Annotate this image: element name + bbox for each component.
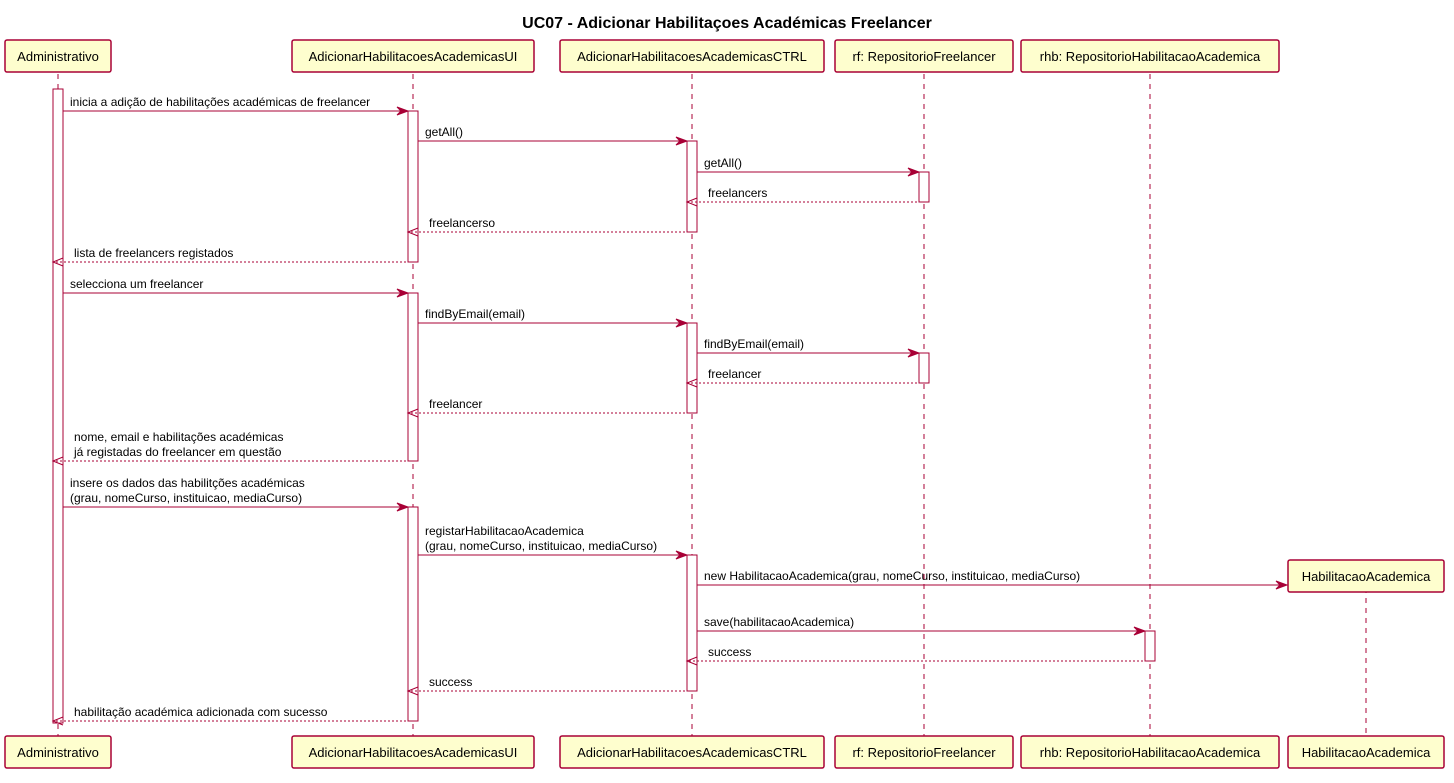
activation-bar-ctrl: [686, 140, 698, 233]
message-label: já registadas do freelancer em questão: [73, 445, 282, 459]
participant-rhb-bottom: rhb: RepositorioHabilitacaoAcademica: [1020, 735, 1280, 769]
message-label: nome, email e habilitações académicas: [74, 430, 283, 444]
message-label: success: [708, 645, 751, 659]
message-label: findByEmail(email): [425, 307, 525, 321]
participant-label: rf: RepositorioFreelancer: [852, 49, 996, 64]
message-5: freelancerso: [406, 216, 697, 237]
participant-label: rhb: RepositorioHabilitacaoAcademica: [1040, 49, 1261, 64]
participant-label: AdicionarHabilitacoesAcademicasUI: [309, 49, 518, 64]
activation-bar-ui: [407, 292, 419, 462]
message-12: nome, email e habilitações académicasjá …: [51, 430, 418, 466]
message-label: habilitação académica adicionada com suc…: [74, 705, 328, 719]
message-3: getAll(): [697, 156, 921, 177]
message-13: insere os dados das habilitções académic…: [63, 476, 410, 512]
activation-bar-ctrl: [686, 322, 698, 414]
message-19: habilitação académica adicionada com suc…: [51, 705, 418, 726]
lifelines: [57, 74, 1367, 738]
message-6: lista de freelancers registados: [51, 246, 418, 267]
message-label: new HabilitacaoAcademica(grau, nomeCurso…: [704, 569, 1080, 583]
message-label: freelancerso: [429, 216, 495, 230]
messages: inicia a adição de habilitações académic…: [51, 95, 1289, 726]
participants: AdministrativoAdministrativoAdicionarHab…: [4, 39, 1445, 769]
participant-hab-top: HabilitacaoAcademica: [1287, 559, 1445, 593]
message-label: selecciona um freelancer: [70, 277, 203, 291]
participant-label: AdicionarHabilitacoesAcademicasCTRL: [577, 49, 807, 64]
message-16: save(habilitacaoAcademica): [697, 615, 1147, 636]
message-label: inicia a adição de habilitações académic…: [70, 95, 370, 109]
message-label: getAll(): [704, 156, 742, 170]
message-label: (grau, nomeCurso, instituicao, mediaCurs…: [70, 491, 302, 505]
diagram-title: UC07 - Adicionar Habilitaçoes Académicas…: [522, 15, 932, 32]
message-2: getAll(): [418, 125, 689, 146]
message-label: registarHabilitacaoAcademica: [425, 524, 584, 538]
message-9: findByEmail(email): [697, 337, 921, 358]
participant-label: HabilitacaoAcademica: [1302, 745, 1431, 760]
participant-ui-top: AdicionarHabilitacoesAcademicasUI: [291, 39, 535, 73]
activation-bar-rf: [918, 352, 930, 384]
activation-bar-admin: [52, 88, 64, 724]
message-14: registarHabilitacaoAcademica(grau, nomeC…: [418, 524, 689, 560]
activation-bars: [52, 88, 1156, 724]
message-10: freelancer: [685, 367, 929, 388]
message-label: success: [429, 675, 472, 689]
message-1: inicia a adição de habilitações académic…: [63, 95, 410, 116]
activation-bar-rf: [918, 171, 930, 203]
participant-ui-bottom: AdicionarHabilitacoesAcademicasUI: [291, 735, 535, 769]
participant-hab-bottom: HabilitacaoAcademica: [1287, 735, 1445, 769]
message-label: insere os dados das habilitções académic…: [70, 476, 305, 490]
participant-label: HabilitacaoAcademica: [1302, 569, 1431, 584]
message-4: freelancers: [685, 186, 929, 207]
message-label: freelancers: [708, 186, 767, 200]
message-7: selecciona um freelancer: [63, 277, 410, 298]
participant-ctrl-bottom: AdicionarHabilitacoesAcademicasCTRL: [559, 735, 825, 769]
activation-bar-ctrl: [686, 554, 698, 692]
message-18: success: [406, 675, 697, 696]
message-label: getAll(): [425, 125, 463, 139]
participant-admin-bottom: Administrativo: [4, 735, 112, 769]
message-11: freelancer: [406, 397, 697, 418]
participant-ctrl-top: AdicionarHabilitacoesAcademicasCTRL: [559, 39, 825, 73]
participant-rhb-top: rhb: RepositorioHabilitacaoAcademica: [1020, 39, 1280, 73]
message-17: success: [685, 645, 1155, 666]
activation-bar-ui: [407, 110, 419, 263]
message-label: lista de freelancers registados: [74, 246, 233, 260]
message-label: findByEmail(email): [704, 337, 804, 351]
participant-label: Administrativo: [17, 49, 99, 64]
participant-rf-top: rf: RepositorioFreelancer: [834, 39, 1014, 73]
participant-label: Administrativo: [17, 745, 99, 760]
message-label: freelancer: [708, 367, 761, 381]
message-label: save(habilitacaoAcademica): [704, 615, 854, 629]
participant-label: rf: RepositorioFreelancer: [852, 745, 996, 760]
participant-admin-top: Administrativo: [4, 39, 112, 73]
participant-rf-bottom: rf: RepositorioFreelancer: [834, 735, 1014, 769]
message-15: new HabilitacaoAcademica(grau, nomeCurso…: [697, 569, 1289, 590]
participant-label: AdicionarHabilitacoesAcademicasUI: [309, 745, 518, 760]
message-label: freelancer: [429, 397, 482, 411]
activation-bar-rhb: [1144, 630, 1156, 662]
message-8: findByEmail(email): [418, 307, 689, 328]
participant-label: rhb: RepositorioHabilitacaoAcademica: [1040, 745, 1261, 760]
message-label: (grau, nomeCurso, instituicao, mediaCurs…: [425, 539, 657, 553]
participant-label: AdicionarHabilitacoesAcademicasCTRL: [577, 745, 807, 760]
